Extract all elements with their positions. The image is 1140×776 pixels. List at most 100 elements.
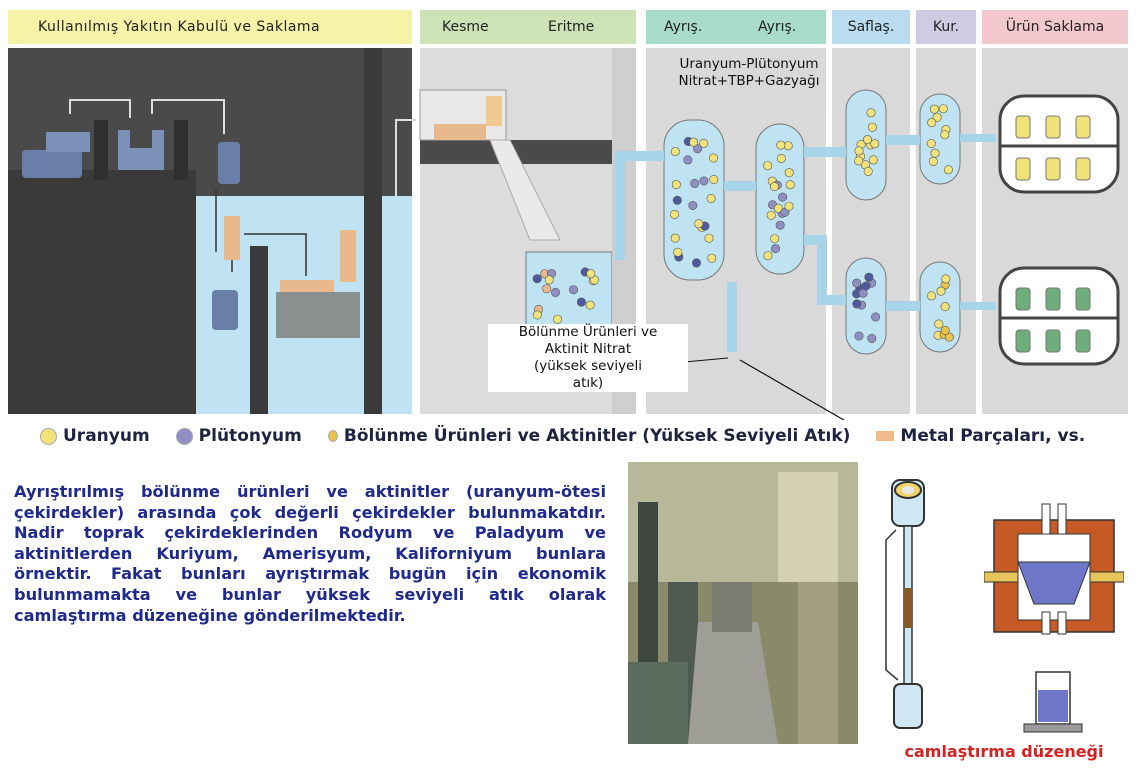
vitrification-caption: camlaştırma düzeneği (904, 742, 1104, 761)
vitrification-apparatus (984, 503, 1124, 733)
column1-particle (704, 233, 714, 243)
header-urun-label: Ürün Saklama (1005, 19, 1105, 35)
column2-particle (770, 234, 780, 244)
legend-metal: Metal Parçaları, vs. (876, 426, 1085, 446)
metal-swatch-icon (876, 431, 895, 441)
dissolver-particle (542, 284, 552, 294)
dissolver-particle (532, 274, 542, 284)
product-bottle (1045, 287, 1061, 311)
column3-particle (854, 146, 864, 156)
header-kesme-eritme: Kesme Eritme (420, 10, 636, 44)
header-kabul: Kullanılmış Yakıtın Kabulü ve Saklama (8, 10, 412, 44)
nitrate-annotation-text: Uranyum-Plütonyum Nitrat+TBP+Gazyağı (678, 56, 820, 89)
column5-particle (932, 112, 942, 122)
dissolver-particle (544, 275, 554, 285)
column3-particle (870, 139, 880, 149)
column6-particle (944, 332, 954, 342)
column4-particle (852, 278, 862, 288)
column2-particle (785, 180, 795, 190)
column1-particle (673, 247, 683, 257)
storage-tank (276, 292, 360, 338)
waste-annotation-line4: atık) (572, 375, 604, 391)
product-bottle (1075, 157, 1091, 181)
column2-particle (770, 244, 780, 254)
column1-particle (693, 144, 703, 154)
header-urun: Ürün Saklama (982, 10, 1128, 44)
header-kur: Kur. (916, 10, 976, 44)
waste-annotation-line1: Bölünme Ürünleri ve (518, 324, 658, 340)
product-bottle (1015, 157, 1031, 181)
column2-particle (776, 140, 786, 150)
fuel-rack-3 (280, 280, 334, 292)
column1-particle (670, 209, 680, 219)
column1-particle (694, 219, 704, 229)
legend-metal-label: Metal Parçaları, vs. (900, 426, 1086, 446)
column2-particle (766, 210, 776, 220)
column1-particle (671, 180, 681, 190)
column1-particle (707, 253, 717, 263)
product-bottle (1075, 329, 1091, 353)
column1-particle (706, 194, 716, 204)
column-4 (845, 257, 887, 355)
legend: Uranyum Plütonyum Bölünme Ürünleri ve Ak… (40, 424, 1111, 448)
column4-particle (867, 333, 877, 343)
column1-particle (690, 178, 700, 188)
dissolver-particle (585, 300, 595, 310)
header-kesme-label: Kesme (442, 19, 489, 35)
column4-particle (854, 331, 864, 341)
dissolver-particle (586, 269, 596, 279)
header-kabul-label: Kullanılmış Yakıtın Kabulü ve Saklama (38, 19, 321, 35)
transport-cask (22, 150, 82, 178)
tube-feed (615, 151, 664, 260)
column1-particle (699, 176, 709, 186)
legend-plutonium: Plütonyum (175, 426, 302, 446)
column1-particle (688, 201, 698, 211)
column1-particle (689, 137, 699, 147)
column2-particle (773, 203, 783, 213)
header-ayris: Ayrış. Ayrış. (646, 10, 826, 44)
column2-particle (763, 161, 773, 171)
fission-dot-icon (327, 430, 338, 442)
glass-canister (885, 479, 925, 729)
legend-fission: Bölünme Ürünleri ve Aktinitler (Yüksek S… (327, 426, 851, 446)
column2-particle (784, 201, 794, 211)
column6-particle (936, 286, 946, 296)
waste-annotation-line3: (yüksek seviyeli (534, 358, 642, 374)
column3-particle (868, 155, 878, 165)
fuel-cask (218, 142, 240, 184)
header-ayris1-label: Ayrış. (664, 19, 703, 35)
column5-particle (927, 118, 937, 128)
column3-particle (862, 135, 872, 145)
column2-particle (775, 220, 785, 230)
column-3 (845, 89, 887, 201)
header-eritme-label: Eritme (548, 19, 595, 35)
column5-particle (926, 139, 936, 149)
column5-particle (930, 148, 940, 158)
column5-particle (943, 165, 953, 175)
column4-particle (864, 272, 874, 282)
melter-vessel (688, 622, 778, 744)
column1-particle (709, 175, 719, 185)
column1-particle (699, 138, 709, 148)
column6-particle (941, 274, 951, 284)
header-saflas-label: Saflaş. (847, 19, 895, 35)
column5-particle (929, 104, 939, 114)
column3-particle (867, 122, 877, 132)
dissolver-particle (550, 287, 560, 297)
legend-uranium: Uranyum (40, 426, 150, 446)
transfer-cask (212, 290, 238, 330)
column2-particle (778, 192, 788, 202)
column6-particle (926, 291, 936, 301)
product-bottle (1045, 329, 1061, 353)
column5-particle (940, 130, 950, 140)
column2-particle (776, 153, 786, 163)
legend-fission-label: Bölünme Ürünleri ve Aktinitler (Yüksek S… (343, 426, 851, 446)
column4-particle (852, 299, 862, 309)
column1-particle (670, 233, 680, 243)
nitrate-annotation: Uranyum-Plütonyum Nitrat+TBP+Gazyağı (656, 56, 842, 90)
process-diagram (8, 48, 1128, 420)
facility-photo (628, 462, 858, 744)
column3-particle (866, 108, 876, 118)
product-bottle (1075, 115, 1091, 139)
product-bottle (1015, 287, 1031, 311)
